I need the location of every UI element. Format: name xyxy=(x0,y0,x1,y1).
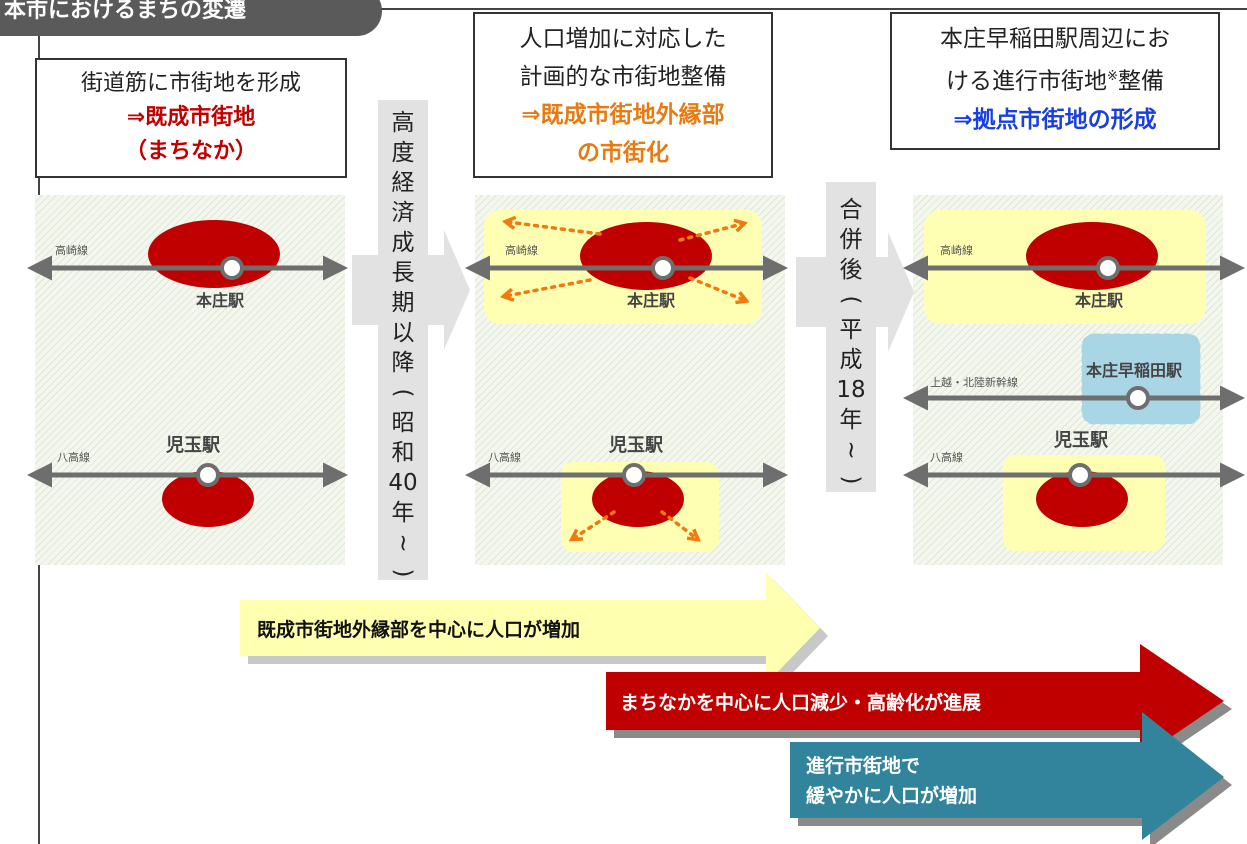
stage2-line1: 人口増加に対応した xyxy=(519,26,727,52)
panel1-honjo-urban-area xyxy=(148,220,280,288)
stage3-box: 本庄早稲田駅周辺にお ける進行市街地※整備 ⇒拠点市街地の形成 xyxy=(890,12,1220,150)
panel1-takasaki-label: 高崎線 xyxy=(55,243,88,257)
stage2-line4: の市街化 xyxy=(577,140,669,166)
flow-arrow-2-label: まちなかを中心に人口減少・高齢化が進展 xyxy=(620,691,981,714)
stage3-footnote-mark: ※ xyxy=(1107,69,1118,84)
t1-char: 度 xyxy=(391,140,415,166)
t1-char: 成 xyxy=(391,230,415,256)
transition-2-arrow xyxy=(796,232,914,352)
stage3-line2: ける進行市街地※整備 xyxy=(892,58,1218,101)
t2-char: 合 xyxy=(839,197,863,223)
panel3-honjo-station-icon xyxy=(1096,256,1120,280)
t1-char: 40 xyxy=(388,470,418,496)
flow-arrow-decline-center: まちなかを中心に人口減少・高齢化が進展 xyxy=(606,644,1232,766)
stage2-box: 人口増加に対応した 計画的な市街地整備 ⇒既成市街地外縁部 の市街化 xyxy=(473,12,773,178)
panel3-honjo-label: 本庄駅 xyxy=(1075,291,1124,310)
stage1-line1: 街道筋に市街地を形成 xyxy=(80,71,301,96)
panel3-takasaki-label: 高崎線 xyxy=(940,243,973,257)
flow-arrow-increase-outskirts: 既成市街地外縁部を中心に人口が増加 xyxy=(240,572,828,692)
flow-arrow-1-label: 既成市街地外縁部を中心に人口が増加 xyxy=(257,618,580,641)
stage3-line3: ⇒拠点市街地の形成 xyxy=(953,106,1157,133)
panel1-hachiko-label: 八高線 xyxy=(57,450,90,464)
stage2-line2: 計画的な市街地整備 xyxy=(519,64,727,90)
t1-char: 期 xyxy=(391,290,415,316)
panel2-honjo-station-icon xyxy=(651,256,675,280)
t1-char: 長 xyxy=(391,260,415,286)
t1-char: 昭 xyxy=(391,410,415,436)
panel3-waseda-label: 本庄早稲田駅 xyxy=(1086,361,1183,380)
flow-arrow-3-line2: 緩やかに人口が増加 xyxy=(806,784,977,807)
stage2-line3: ⇒既成市街地外縁部 xyxy=(521,102,725,128)
stage1-line2: ⇒既成市街地 xyxy=(126,105,256,130)
transition-1-arrow xyxy=(352,230,470,350)
panel2-kodama-station-icon xyxy=(622,463,646,487)
t1-char: 済 xyxy=(391,200,415,226)
t2-char: 後 xyxy=(839,257,863,283)
t2-char: 平 xyxy=(839,317,863,343)
section-header: 本市におけるまちの変遷 xyxy=(0,0,382,36)
panel3-kodama-label: 児玉駅 xyxy=(1053,430,1109,451)
panel2-expansion-arrows xyxy=(506,222,744,538)
panel2-hachiko-label: 八高線 xyxy=(488,450,521,464)
panel3-waseda-station-icon xyxy=(1126,386,1150,410)
t1-char: 高 xyxy=(391,110,415,136)
t2-char: 18 xyxy=(836,377,866,403)
t1-char: 以 xyxy=(391,320,415,346)
stage1-line3: （まちなか） xyxy=(124,139,257,164)
t1-char: 和 xyxy=(391,440,415,466)
panel1-map: 高崎線 八高線 本庄駅 児玉駅 xyxy=(27,220,348,527)
panel1-kodama-label: 児玉駅 xyxy=(165,435,221,456)
panel2-honjo-label: 本庄駅 xyxy=(627,291,676,310)
t1-char: 降 xyxy=(391,350,415,376)
t1-char: 経 xyxy=(391,170,415,196)
transition-1-bar xyxy=(378,100,428,580)
t2-char: 併 xyxy=(839,227,863,253)
panel1-honjo-label: 本庄駅 xyxy=(196,291,245,310)
panel2-takasaki-label: 高崎線 xyxy=(505,243,538,257)
panel2-kodama-label: 児玉駅 xyxy=(608,435,664,456)
t2-char: 年 xyxy=(839,407,863,433)
stage1-box: 街道筋に市街地を形成 ⇒既成市街地 （まちなか） xyxy=(35,58,347,178)
stage3-line2-a: ける進行市街地 xyxy=(946,68,1108,95)
stage3-line2-b: 整備 xyxy=(1117,68,1164,95)
t1-char: 年 xyxy=(391,500,415,526)
transition-2-bar xyxy=(826,182,876,492)
t2-char: 成 xyxy=(839,347,863,373)
flow-arrow-gradual-increase: 進行市街地で 緩やかに人口が増加 xyxy=(790,712,1232,844)
frame-top-line xyxy=(380,8,1247,10)
panel3-honjo-urban-area xyxy=(1026,222,1158,290)
panel3-map: 高崎線 上越・北陸新幹線 八高線 本庄駅 本庄早稲田駅 児玉駅 xyxy=(903,210,1245,551)
flow-arrow-3-line1: 進行市街地で xyxy=(806,754,920,777)
panel2-map: 高崎線 八高線 本庄駅 児玉駅 xyxy=(465,210,788,552)
panel1-honjo-station-icon xyxy=(220,256,244,280)
panel1-kodama-station-icon xyxy=(196,463,220,487)
panel3-hachiko-label: 八高線 xyxy=(930,450,963,464)
stage3-line1: 本庄早稲田駅周辺にお xyxy=(940,26,1170,52)
panel3-shinkansen-label: 上越・北陸新幹線 xyxy=(930,375,1018,389)
panel3-kodama-station-icon xyxy=(1068,463,1092,487)
